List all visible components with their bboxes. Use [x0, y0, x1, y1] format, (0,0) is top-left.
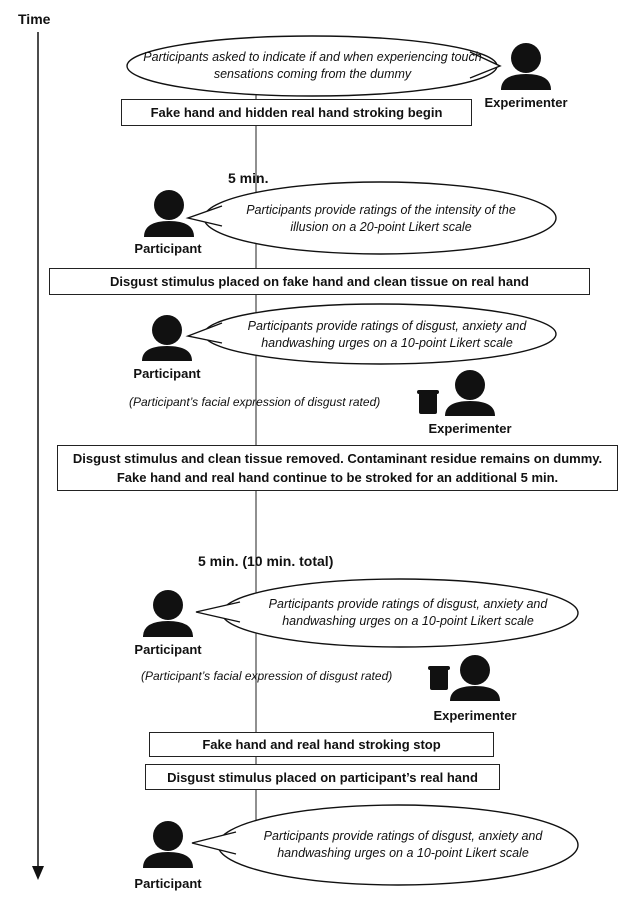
timepoint-10-min: 5 min. (10 min. total) — [198, 553, 334, 569]
notepad-icon — [417, 390, 439, 414]
step-box-3: Disgust stimulus and clean tissue remove… — [57, 445, 618, 491]
bubble-2-text: Participants provide ratings of the inte… — [246, 203, 516, 234]
participant-label: Participant — [134, 241, 202, 256]
experimenter-label: Experimenter — [433, 708, 517, 723]
participant-label: Participant — [134, 876, 202, 891]
participant-label: Participant — [134, 642, 202, 657]
participant-icon — [143, 590, 193, 637]
experimenter-label: Experimenter — [428, 421, 512, 436]
speech-bubble-2 — [185, 181, 557, 255]
bubble-1-text: Participants asked to indicate if and wh… — [143, 50, 482, 81]
participant-icon — [143, 821, 193, 868]
participant-label: Participant — [133, 366, 201, 381]
facial-expression-note: (Participant’s facial expression of disg… — [141, 669, 393, 683]
speech-bubble-5 — [191, 804, 579, 886]
time-axis-arrowhead — [32, 866, 44, 880]
bubble-3-text: Participants provide ratings of disgust,… — [247, 319, 527, 350]
step-box-5: Disgust stimulus placed on participant’s… — [145, 764, 500, 790]
experimenter-icon — [450, 655, 500, 701]
axis-label: Time — [18, 11, 51, 27]
timepoint-5-min: 5 min. — [228, 170, 269, 186]
speech-bubble-1 — [126, 35, 502, 97]
participant-icon — [144, 190, 194, 237]
speech-bubble-4 — [195, 578, 579, 648]
facial-expression-note: (Participant’s facial expression of disg… — [129, 395, 381, 409]
bubble-4-text: Participants provide ratings of disgust,… — [268, 597, 548, 628]
experimenter-icon — [501, 43, 551, 90]
step-box-1: Fake hand and hidden real hand stroking … — [121, 99, 472, 126]
notepad-icon — [428, 666, 450, 690]
bubble-5-text: Participants provide ratings of disgust,… — [263, 829, 543, 860]
experimenter-icon — [445, 370, 495, 416]
step-box-2: Disgust stimulus placed on fake hand and… — [49, 268, 590, 295]
speech-bubble-3 — [185, 303, 557, 365]
experimenter-label: Experimenter — [484, 95, 568, 110]
step-box-4: Fake hand and real hand stroking stop — [149, 732, 494, 757]
participant-icon — [142, 315, 192, 361]
